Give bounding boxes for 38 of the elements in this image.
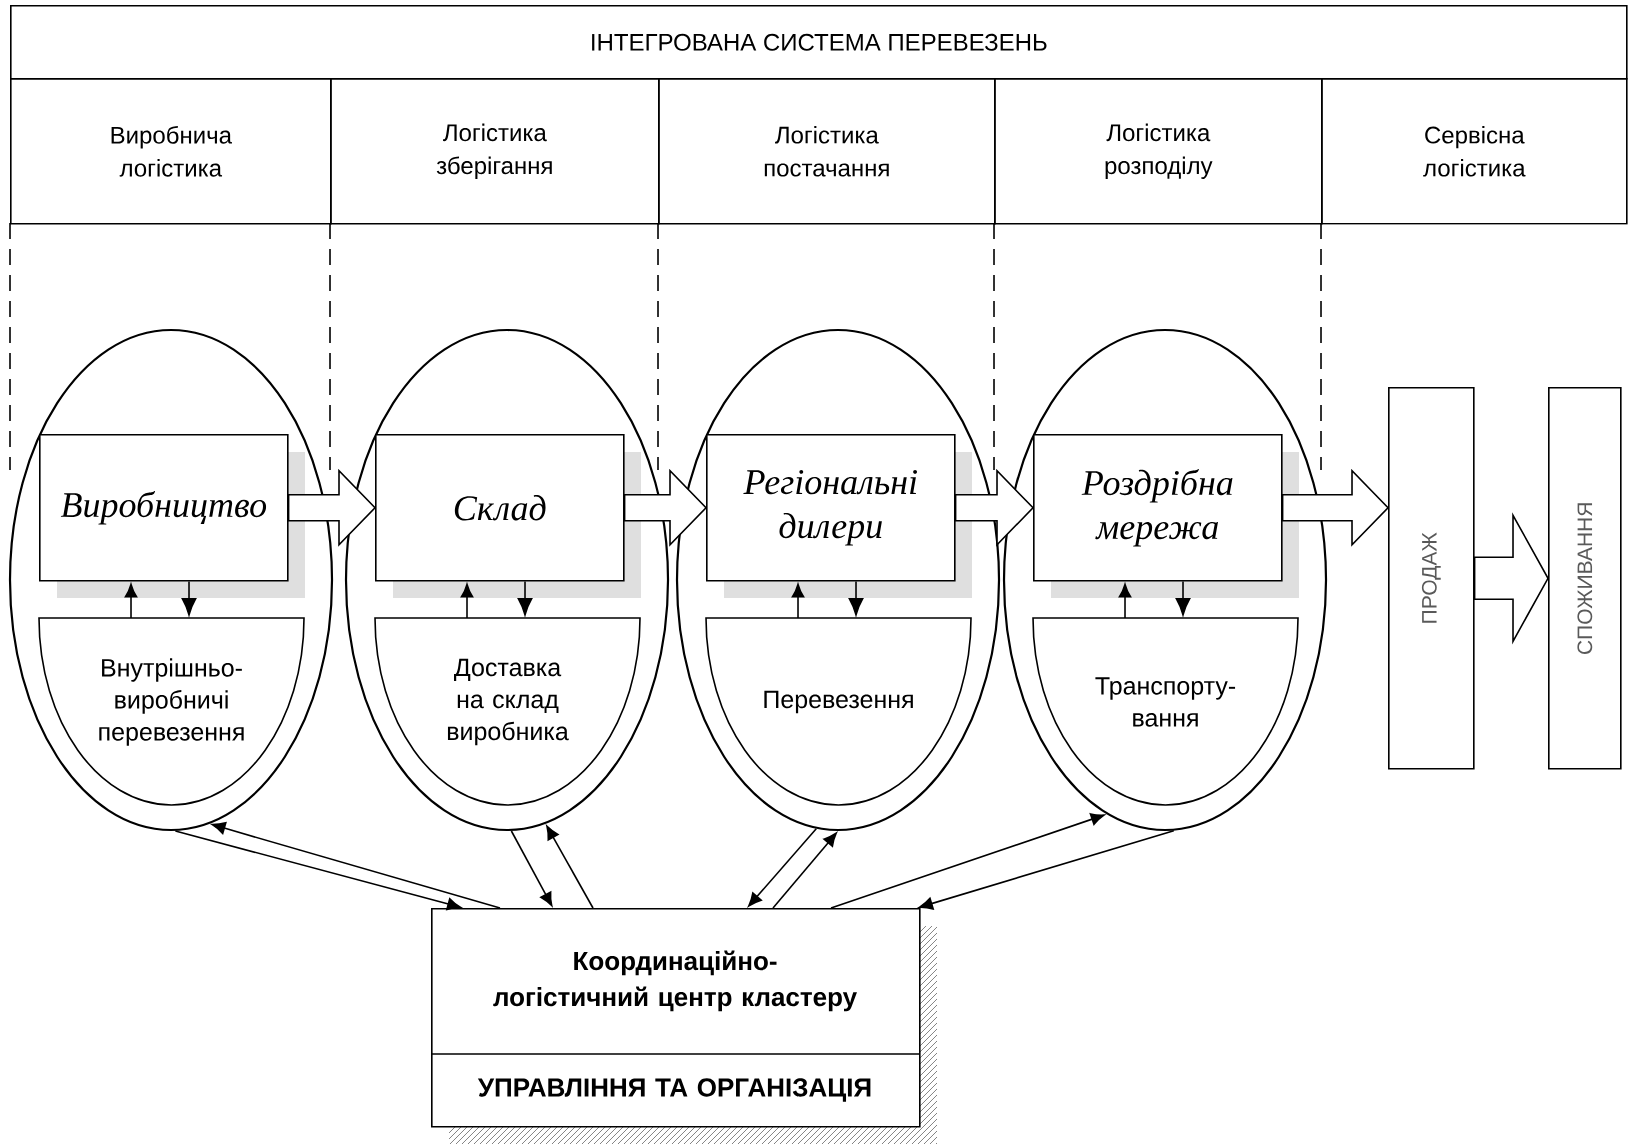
arrow	[181, 580, 197, 616]
block-arrow	[1473, 512, 1549, 645]
block-arrow	[623, 468, 708, 547]
shadowed-box: Склад	[375, 434, 641, 598]
arrow	[791, 583, 805, 619]
center-box: Координаційно-логістичний центр кластеру УПРАВЛІННЯ ТА ОРГАНІЗАЦІЯ	[430, 908, 921, 1128]
arrow	[918, 829, 1175, 910]
vertical-box: ПРОДАЖ	[1388, 387, 1475, 770]
block-arrow	[1281, 468, 1390, 547]
header-cell: Сервісна логістика	[1321, 78, 1628, 225]
shadowed-box: Виробництво	[39, 434, 305, 598]
arrow	[848, 580, 864, 616]
header-cell: Логістика зберігання	[330, 78, 660, 225]
ellipse	[675, 328, 1001, 832]
arrow	[748, 828, 818, 907]
block-arrow	[287, 468, 377, 547]
arrow	[174, 830, 462, 911]
block-arrow	[954, 468, 1035, 547]
header-cell: Логістика постачання	[658, 78, 996, 225]
vertical-box: СПОЖИВАННЯ	[1548, 387, 1622, 770]
header-cell: Виробнича логістика	[10, 78, 332, 225]
arrow	[460, 583, 474, 619]
arrow	[211, 822, 501, 909]
ellipse	[344, 328, 670, 832]
arrow	[1175, 580, 1191, 616]
arrow	[517, 580, 533, 616]
shadowed-box: Роздрібна мережа	[1033, 434, 1299, 598]
ellipse	[1002, 328, 1328, 832]
header-cell: Логістика розподілу	[994, 78, 1323, 225]
arrow	[772, 832, 837, 909]
arrow	[830, 813, 1105, 909]
arrow	[1118, 583, 1132, 619]
arrow	[510, 830, 553, 907]
arrow	[124, 583, 138, 619]
ellipse	[8, 328, 334, 832]
shadowed-box: Регіональні дилери	[706, 434, 972, 598]
title-band: ІНТЕГРОВАНА СИСТЕМА ПЕРЕВЕЗЕНЬ	[10, 5, 1628, 80]
arrow	[546, 825, 594, 909]
